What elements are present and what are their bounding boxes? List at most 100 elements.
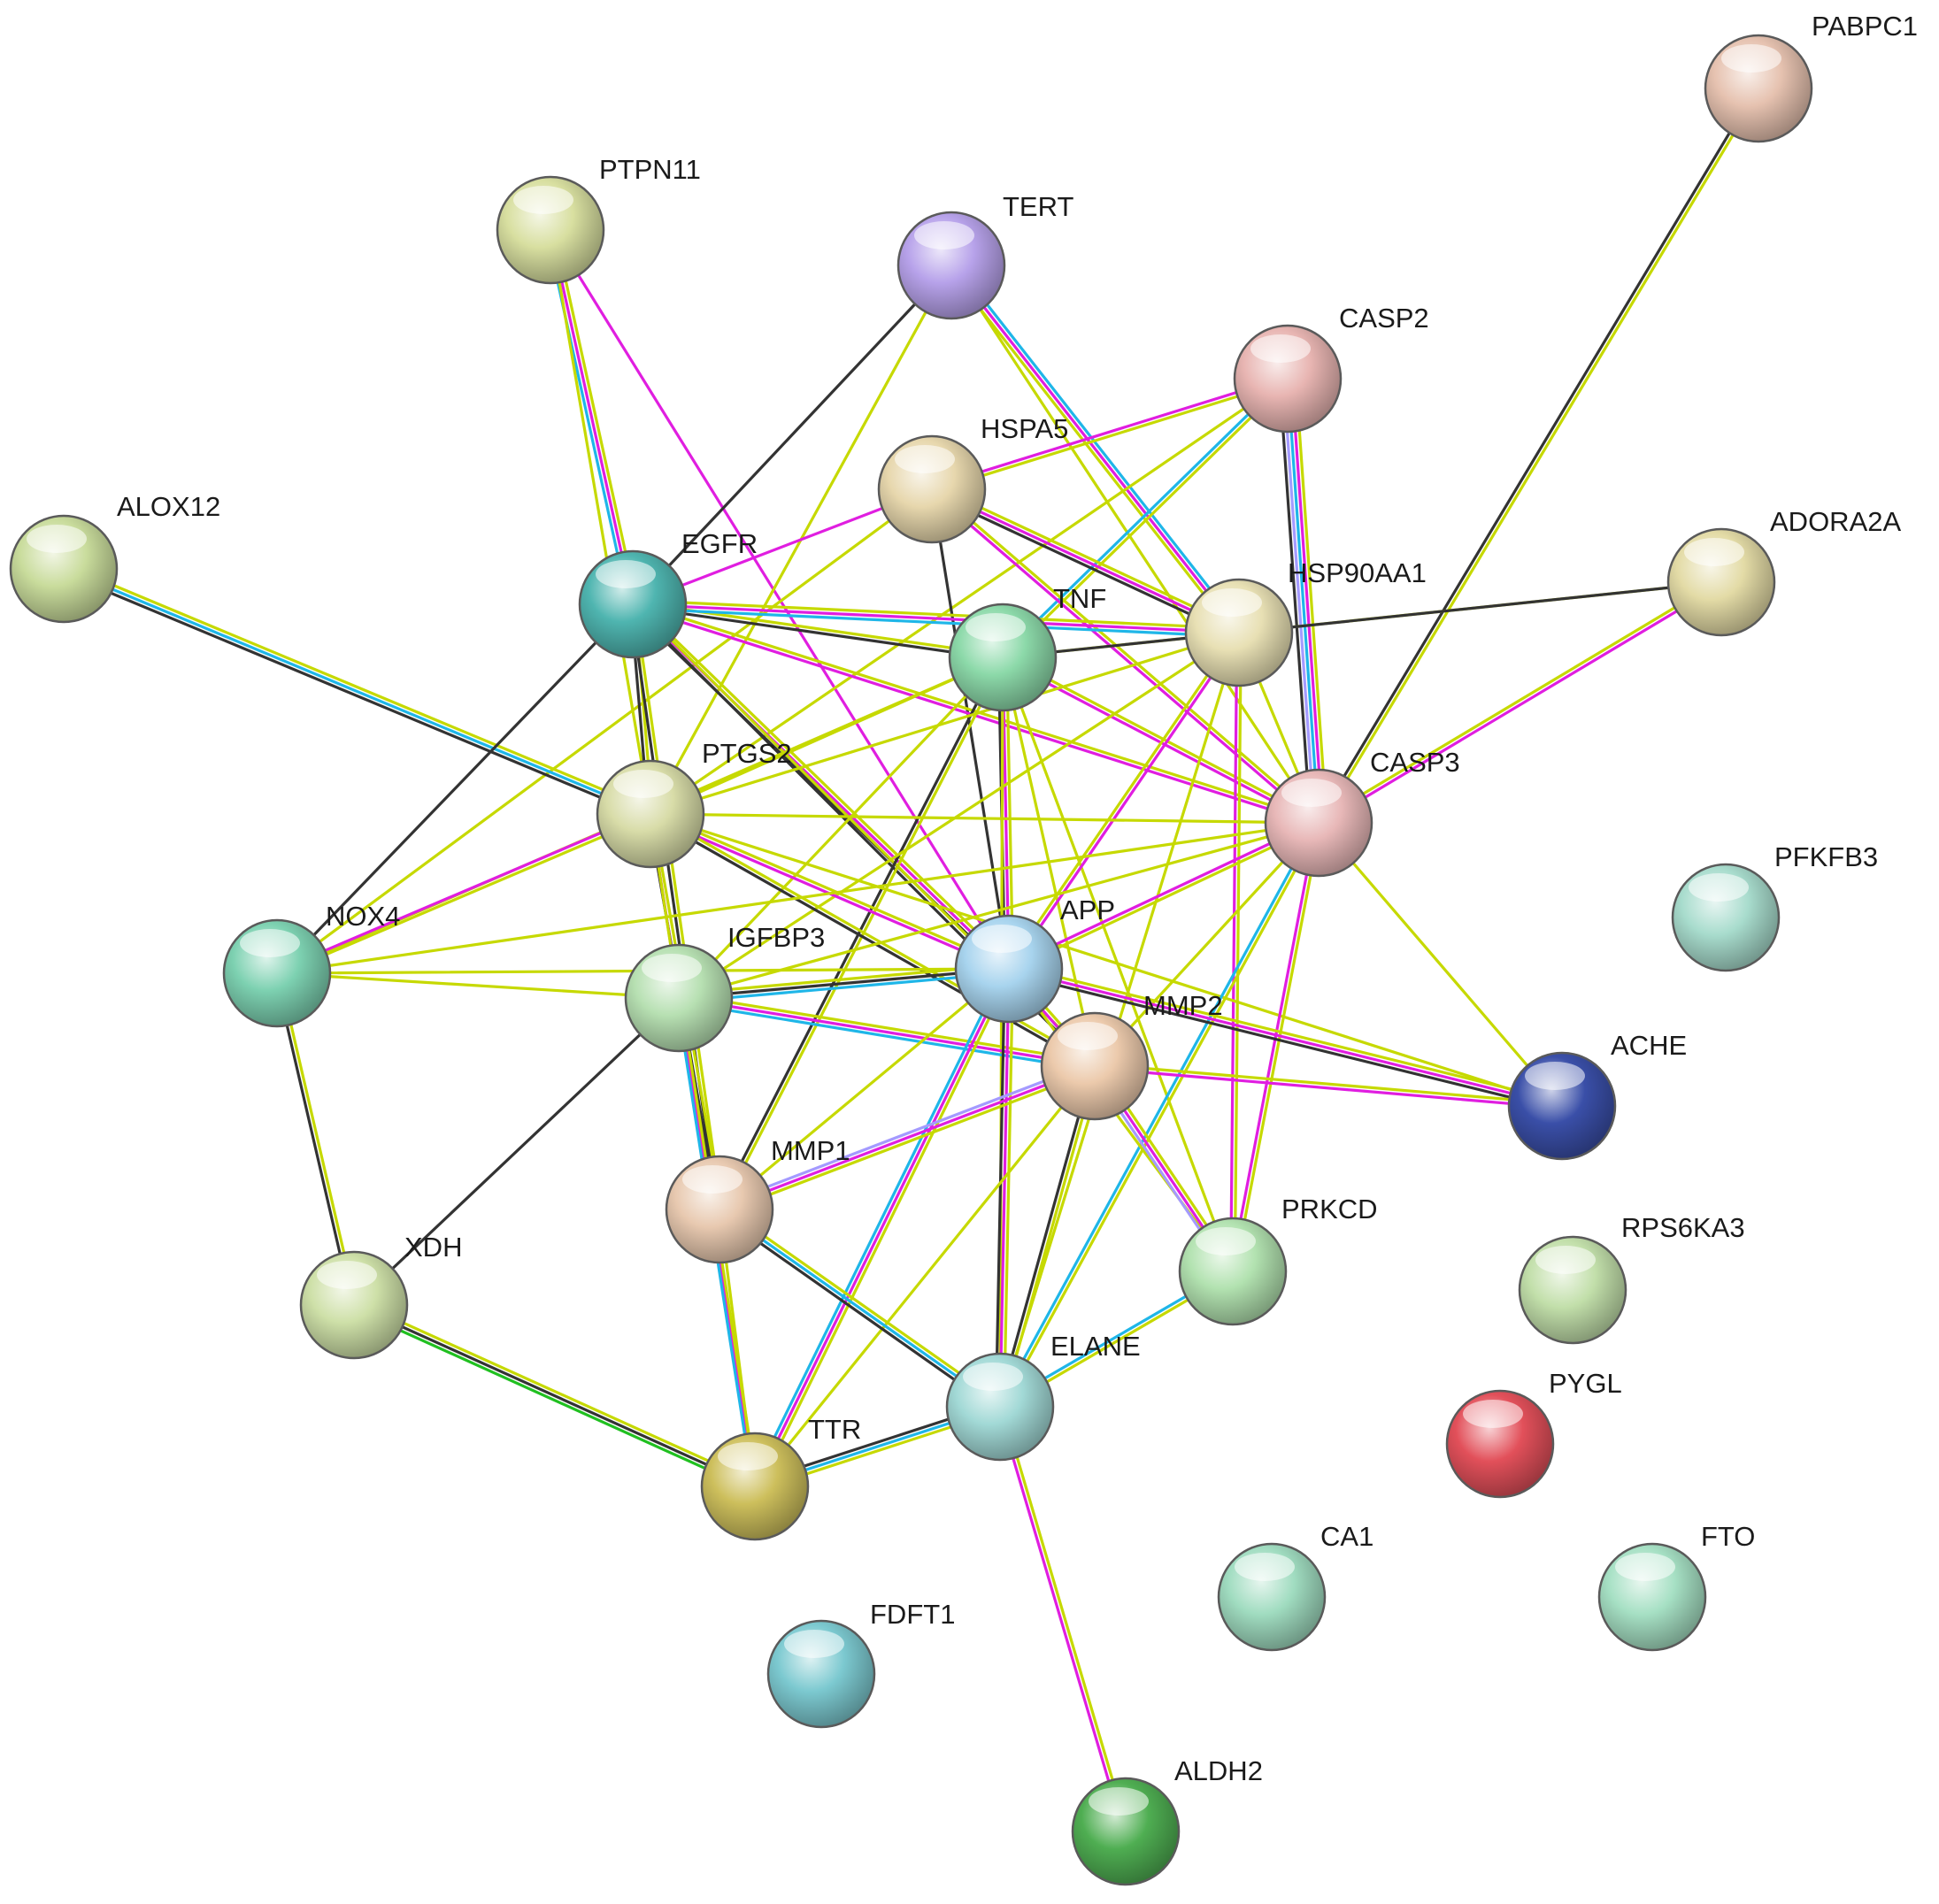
- node-prkcd[interactable]: PRKCD: [1178, 1194, 1378, 1326]
- edge-HSPA5-APP: [930, 488, 1011, 971]
- edge-strand-neighborhood: [350, 1307, 755, 1492]
- edge-HSP90AA1-IGFBP3: [677, 631, 1241, 1000]
- edge-strand-coexpression: [715, 1211, 999, 1412]
- node-label: XDH: [404, 1232, 462, 1263]
- node-igfbp3[interactable]: IGFBP3: [624, 922, 825, 1053]
- node-label: TNF: [1053, 583, 1106, 614]
- edge-PTGS2-APP: [648, 810, 1012, 972]
- node-fdft1[interactable]: FDFT1: [766, 1599, 955, 1729]
- edge-strand-textmining: [753, 1064, 1096, 1488]
- node-rps6ka3[interactable]: RPS6KA3: [1518, 1212, 1745, 1345]
- node-ptgs2[interactable]: PTGS2: [596, 738, 792, 869]
- edge-strand-textmining: [634, 600, 1013, 968]
- node-label: HSP90AA1: [1288, 557, 1427, 588]
- edge-strand-textmining: [1319, 88, 1762, 825]
- edge-strand-database: [676, 1000, 1096, 1072]
- edge-strand-experiments: [928, 489, 1320, 826]
- edge-strand-textmining: [677, 656, 1004, 1000]
- node-alox12[interactable]: ALOX12: [9, 491, 220, 624]
- edge-NOX4-IGFBP3: [275, 971, 681, 1000]
- sphere-highlight: [914, 221, 974, 250]
- node-casp2[interactable]: CASP2: [1233, 303, 1429, 434]
- edge-CASP3-MMP2: [1093, 821, 1320, 1068]
- edge-strand-textmining: [1294, 376, 1328, 824]
- node-app[interactable]: APP: [954, 894, 1115, 1024]
- edge-EGFR-NOX4: [275, 603, 635, 975]
- edge-strand-homology: [716, 1061, 1095, 1208]
- node-hsp90aa1[interactable]: HSP90AA1: [1184, 557, 1427, 687]
- edge-TERT-CASP3: [950, 264, 1320, 825]
- node-label: MMP1: [771, 1135, 850, 1166]
- node-label: EGFR: [681, 528, 758, 559]
- node-ache[interactable]: ACHE: [1507, 1030, 1687, 1161]
- sphere-highlight: [1525, 1062, 1585, 1090]
- node-pfkfb3[interactable]: PFKFB3: [1671, 841, 1878, 972]
- node-pabpc1[interactable]: PABPC1: [1704, 11, 1918, 143]
- edge-strand-coexpression: [352, 1303, 757, 1488]
- node-casp3[interactable]: CASP3: [1264, 747, 1460, 878]
- edge-strand-textmining: [649, 812, 1564, 1108]
- edge-strand-textmining: [64, 564, 654, 812]
- node-egfr[interactable]: EGFR: [578, 528, 758, 659]
- edge-strand-coexpression: [928, 491, 1239, 638]
- edge-TNF-IGFBP3: [677, 656, 1004, 1000]
- node-label: ADORA2A: [1770, 506, 1901, 537]
- node-label: MMP2: [1143, 990, 1223, 1021]
- node-ttr[interactable]: TTR: [700, 1414, 861, 1541]
- node-tnf[interactable]: TNF: [948, 583, 1106, 712]
- node-fto[interactable]: FTO: [1597, 1521, 1755, 1652]
- node-label: ALDH2: [1174, 1755, 1263, 1786]
- edge-strand-experiments: [1007, 967, 1564, 1108]
- node-label: APP: [1060, 894, 1115, 925]
- sphere-highlight: [27, 525, 87, 553]
- node-mmp2[interactable]: MMP2: [1040, 990, 1223, 1121]
- edge-strand-textmining: [1093, 821, 1320, 1068]
- edge-strand-experiments: [718, 1064, 1096, 1211]
- edge-strand-experiments: [274, 810, 651, 973]
- node-label: FTO: [1701, 1521, 1755, 1552]
- node-ca1[interactable]: CA1: [1217, 1521, 1373, 1652]
- edge-strand-textmining: [549, 228, 652, 816]
- node-adora2a[interactable]: ADORA2A: [1666, 506, 1901, 637]
- node-nox4[interactable]: NOX4: [222, 901, 400, 1028]
- sphere-highlight: [1463, 1400, 1523, 1428]
- node-label: PRKCD: [1281, 1194, 1378, 1225]
- edge-strand-textmining: [1002, 967, 1015, 1409]
- node-ptpn11[interactable]: PTPN11: [496, 154, 701, 285]
- edge-strand-coexpression: [1315, 86, 1758, 824]
- node-hspa5[interactable]: HSPA5: [877, 413, 1068, 544]
- edge-IGFBP3-XDH: [352, 996, 681, 1307]
- edge-strand-database: [999, 375, 1288, 657]
- edge-strand-coexpression: [1006, 971, 1563, 1112]
- edge-MMP2-MMP1: [716, 1061, 1098, 1215]
- edge-strand-coexpression: [994, 967, 1007, 1409]
- edge-MMP2-ACHE: [1093, 1063, 1564, 1109]
- node-pygl[interactable]: PYGL: [1445, 1368, 1622, 1499]
- node-xdh[interactable]: XDH: [299, 1232, 462, 1360]
- edge-strand-experiments: [996, 1406, 1126, 1834]
- node-label: HSPA5: [981, 413, 1068, 444]
- sphere-highlight: [513, 186, 573, 214]
- edge-CASP2-TNF: [999, 375, 1291, 661]
- edge-strand-database: [62, 567, 652, 816]
- edge-strand-textmining: [649, 812, 1320, 825]
- node-label: ACHE: [1611, 1030, 1687, 1061]
- edge-strand-database: [750, 965, 1007, 1486]
- node-tert[interactable]: TERT: [896, 191, 1073, 320]
- node-elane[interactable]: ELANE: [945, 1331, 1141, 1462]
- edge-strand-textmining: [998, 656, 1004, 1409]
- edge-strand-textmining: [1008, 963, 1565, 1104]
- edge-strand-experiments: [753, 967, 1011, 1488]
- edge-strand-textmining: [650, 810, 1012, 969]
- edge-strand-database: [718, 1208, 1002, 1409]
- sphere-highlight: [682, 1165, 743, 1194]
- node-label: IGFBP3: [727, 922, 825, 953]
- edge-strand-textmining: [932, 484, 1243, 631]
- sphere-highlight: [966, 613, 1026, 641]
- node-aldh2[interactable]: ALDH2: [1071, 1755, 1263, 1886]
- edge-NOX4-XDH: [273, 971, 358, 1308]
- edge-IGFBP3-APP: [676, 963, 1012, 1004]
- edge-TNF-MMP1: [716, 655, 1006, 1212]
- node-mmp1[interactable]: MMP1: [665, 1135, 850, 1264]
